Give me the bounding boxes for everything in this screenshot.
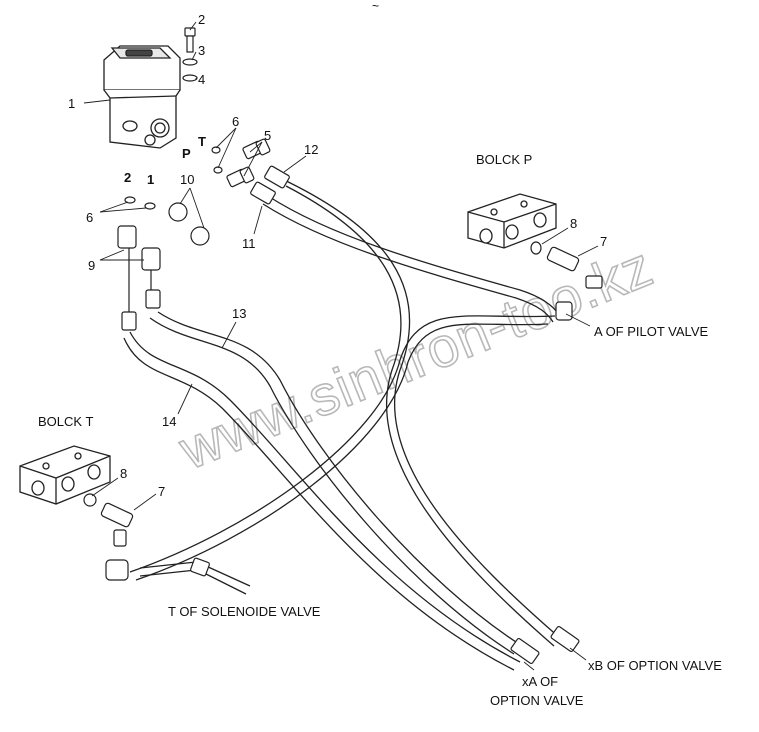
callout-14: 14 [162, 414, 176, 429]
port-mark-1: 1 [147, 172, 154, 187]
fitting-9-upper [117, 225, 137, 249]
port-mark-p: P [182, 146, 191, 161]
callout-4: 4 [198, 72, 205, 87]
o-ring-8-p [530, 241, 542, 255]
callout-6-left: 6 [86, 210, 93, 225]
label-a-pilot-valve: A OF PILOT VALVE [594, 324, 708, 339]
callout-12: 12 [304, 142, 318, 157]
solenoid-valve [103, 45, 181, 149]
o-rings [83, 58, 542, 507]
hose-14 [123, 331, 521, 671]
callout-2: 2 [198, 12, 205, 27]
hose-end-xa [510, 637, 540, 665]
hose-end-xb [550, 625, 580, 653]
bolt-2 [184, 27, 196, 53]
hoses [123, 177, 561, 671]
elbow-a-pilot [555, 301, 573, 321]
fitting-t-solenoid [190, 557, 210, 577]
label-block-p: BOLCK P [476, 152, 532, 167]
top-mark: ~ [372, 0, 379, 13]
callout-13: 13 [232, 306, 246, 321]
callout-11: 11 [242, 236, 256, 251]
label-t-solenoid-valve: T OF SOLENOIDE VALVE [168, 604, 321, 619]
washer-3 [182, 58, 198, 66]
port-mark-2: 2 [124, 170, 131, 185]
callout-9: 9 [88, 258, 95, 273]
port-mark-t: T [198, 134, 206, 149]
callout-1: 1 [68, 96, 75, 111]
washer-4 [182, 74, 198, 82]
fitting-7-p [546, 246, 580, 272]
callout-3: 3 [198, 43, 205, 58]
block-t [19, 445, 111, 505]
o-ring-6-t [211, 146, 221, 154]
fitting-9-lower [141, 247, 161, 271]
hose-13 [149, 311, 523, 655]
fitting-5-lower [226, 166, 255, 188]
label-xa-line2: OPTION VALVE [490, 693, 584, 708]
fitting-14-top [121, 311, 137, 331]
callout-7-t: 7 [158, 484, 165, 499]
label-xb-option-valve: xB OF OPTION VALVE [588, 658, 722, 673]
callout-8-p: 8 [570, 216, 577, 231]
o-ring-6-2 [124, 196, 136, 204]
callout-5: 5 [264, 128, 271, 143]
plug-10-upper [168, 202, 188, 222]
label-block-t: BOLCK T [38, 414, 93, 429]
block-p [467, 193, 557, 249]
hose-11 [262, 195, 561, 323]
elbow-t-solenoid [105, 559, 129, 581]
fitting-13-top [145, 289, 161, 309]
o-ring-8-t [83, 493, 97, 507]
fitting-7-t [100, 502, 134, 528]
label-xa-line1: xA OF [522, 674, 558, 689]
hose-12 [279, 177, 561, 647]
hose-end-11 [250, 181, 276, 205]
callout-7-p: 7 [600, 234, 607, 249]
callout-10: 10 [180, 172, 194, 187]
fitting-7-p-nut [585, 275, 603, 289]
leader-lines [83, 21, 599, 671]
hose-end-12 [264, 165, 290, 189]
callout-6-top: 6 [232, 114, 239, 129]
o-ring-6-1 [144, 202, 156, 210]
callout-8-t: 8 [120, 466, 127, 481]
hose-t-solenoid [129, 315, 556, 581]
fitting-7-t-nut [113, 529, 127, 547]
plug-10-lower [190, 226, 210, 246]
